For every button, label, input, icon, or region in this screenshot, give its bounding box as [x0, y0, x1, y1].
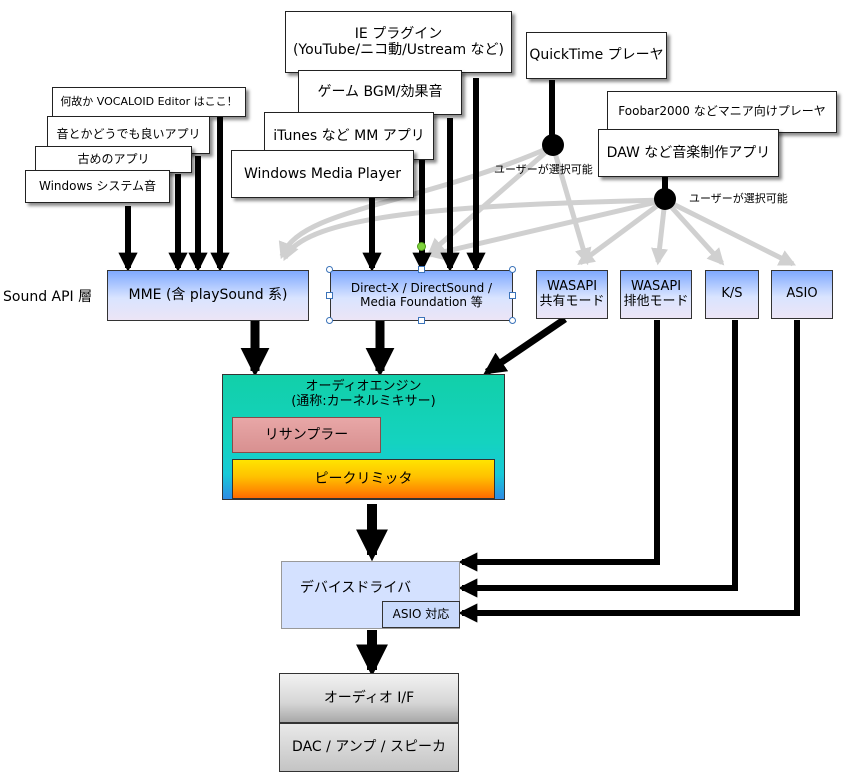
- api-asio: ASIO: [771, 270, 833, 319]
- selection-handle-se[interactable]: [509, 317, 516, 324]
- audio-interface: オーディオ I/F: [279, 673, 459, 723]
- selection-handle-w[interactable]: [326, 292, 333, 299]
- arrow-asio-to-driver: [458, 320, 800, 623]
- app-old: 古めのアプリ: [35, 146, 192, 173]
- selection-handle-ne[interactable]: [509, 266, 516, 273]
- app-wmp: Windows Media Player: [231, 150, 414, 198]
- api-wasapi-exclusive-label: WASAPI 排他モード: [623, 278, 689, 309]
- arrow-daw-to-mme: [282, 197, 666, 262]
- arrow-daw-to-ks: [663, 198, 725, 266]
- device-driver-label: デバイスドライバ: [299, 580, 412, 596]
- api-wasapi-shared: WASAPI 共有モード: [536, 270, 608, 319]
- selection-handle-e[interactable]: [509, 292, 516, 299]
- asio-support-label: ASIO 対応: [392, 606, 450, 621]
- main-arrows: [118, 78, 800, 677]
- arrow-daw-to-wasapi-exclusive: [651, 199, 668, 266]
- resampler-label: リサンプラー: [264, 426, 349, 443]
- audio-engine-title: オーディオエンジン (通称:カーネルミキサー): [291, 379, 436, 409]
- api-asio-label: ASIO: [786, 286, 818, 302]
- rotation-handle[interactable]: [417, 242, 426, 251]
- app-windows-sound-label: Windows システム音: [38, 178, 157, 193]
- app-ie-plugin-label: IE プラグイン (YouTube/ニコ動/Ustream など): [292, 25, 505, 58]
- app-game-label: ゲーム BGM/効果音: [317, 84, 443, 101]
- app-misc-label: 音とかどうでも良いアプリ: [56, 127, 201, 142]
- arrow-ks-to-driver: [458, 320, 738, 598]
- app-windows-sound: Windows システム音: [25, 170, 170, 203]
- asio-support-badge: ASIO 対応: [382, 601, 460, 628]
- app-vocaloid: 何故か VOCALOID Editor はここ！: [52, 87, 246, 117]
- api-directx-label: Direct-X / DirectSound / Media Foundatio…: [350, 280, 493, 309]
- app-vocaloid-label: 何故か VOCALOID Editor はここ！: [60, 94, 238, 108]
- app-wmp-label: Windows Media Player: [243, 165, 401, 182]
- arrow-wasapi-shared-to-engine: [483, 316, 567, 375]
- qt-junction-dot: [542, 134, 564, 156]
- sound-api-layer-label: Sound API 層: [3, 289, 93, 305]
- arrow-daw-to-asio: [663, 197, 797, 267]
- user-select-label-qt: ユーザーが選択可能: [494, 163, 593, 176]
- device-driver: デバイスドライバ: [281, 561, 460, 629]
- selection-handle-s[interactable]: [418, 317, 425, 324]
- api-wasapi-shared-label: WASAPI 共有モード: [539, 278, 605, 309]
- daw-junction-dot: [654, 188, 676, 210]
- dac-amp-speaker: DAC / アンプ / スピーカ: [279, 723, 459, 772]
- audio-interface-label: オーディオ I/F: [323, 689, 415, 706]
- app-old-label: 古めのアプリ: [77, 151, 150, 166]
- app-quicktime-label: QuickTime プレーヤ: [529, 47, 664, 64]
- peak-limiter-label: ピークリミッタ: [314, 470, 413, 487]
- api-directx[interactable]: Direct-X / DirectSound / Media Foundatio…: [330, 270, 513, 321]
- api-ks-label: K/S: [721, 286, 743, 302]
- app-foobar-label: Foobar2000 などマニア向けプレーヤ: [618, 104, 826, 119]
- arrow-daw-to-directx: [426, 197, 666, 261]
- peak-limiter-block: ピークリミッタ: [232, 459, 495, 499]
- app-daw: DAW など音楽制作アプリ: [598, 129, 779, 177]
- api-ks: K/S: [705, 270, 759, 319]
- arrow-wasapi-exclusive-to-driver: [458, 320, 660, 572]
- selection-handle-nw[interactable]: [326, 266, 333, 273]
- dac-amp-speaker-label: DAC / アンプ / スピーカ: [292, 739, 446, 756]
- selection-handle-sw[interactable]: [326, 317, 333, 324]
- app-daw-label: DAW など音楽制作アプリ: [606, 144, 771, 161]
- api-mme-label: MME (含 playSound 系): [128, 287, 288, 304]
- api-wasapi-exclusive: WASAPI 排他モード: [620, 270, 692, 319]
- app-ie-plugin: IE プラグイン (YouTube/ニコ動/Ustream など): [285, 11, 512, 73]
- arrow-daw-to-wasapi-shared: [577, 197, 667, 266]
- app-itunes-label: iTunes など MM アプリ: [273, 127, 425, 144]
- selection-handle-n[interactable]: [418, 266, 425, 273]
- app-foobar: Foobar2000 などマニア向けプレーヤ: [607, 91, 837, 133]
- api-mme: MME (含 playSound 系): [107, 270, 309, 321]
- app-quicktime: QuickTime プレーヤ: [526, 32, 667, 79]
- resampler-block: リサンプラー: [232, 417, 381, 453]
- user-select-label-daw: ユーザーが選択可能: [689, 192, 788, 205]
- app-game: ゲーム BGM/効果音: [298, 70, 462, 115]
